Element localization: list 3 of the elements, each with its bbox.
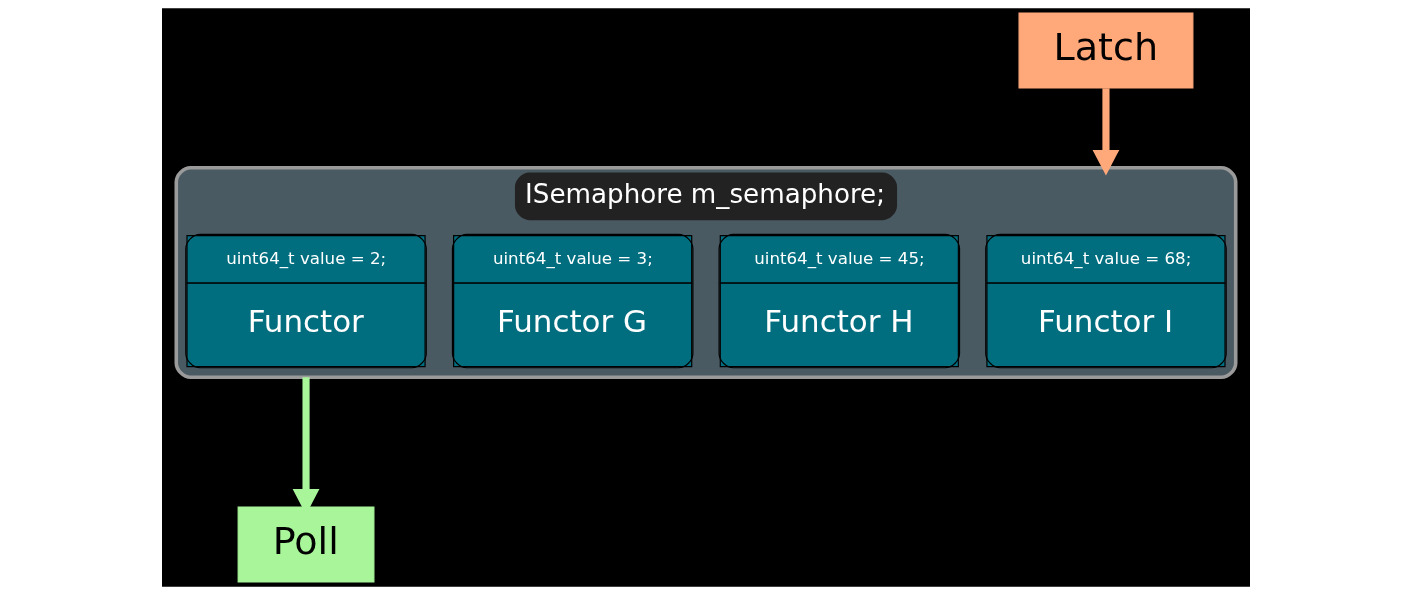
node-box: Poll xyxy=(237,506,375,583)
arrow xyxy=(1092,88,1120,176)
node-box: Latch xyxy=(1018,12,1194,89)
